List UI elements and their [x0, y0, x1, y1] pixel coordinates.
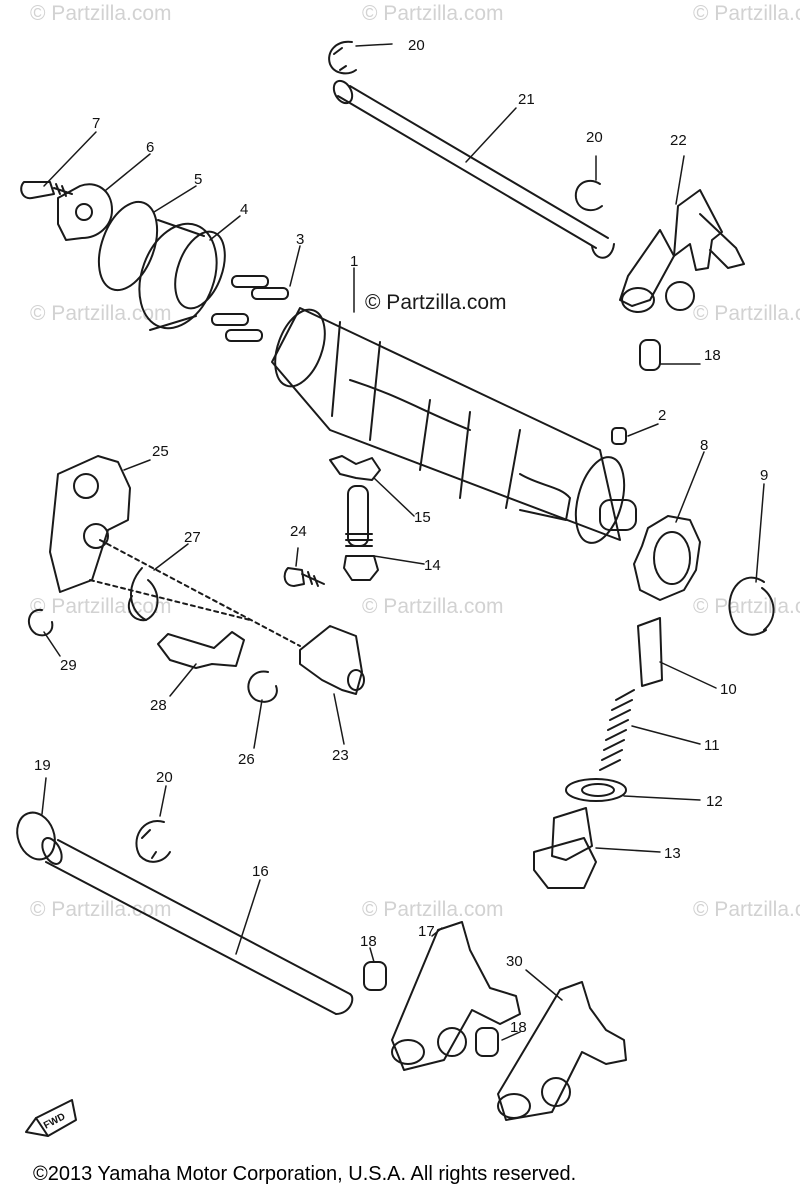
watermark: © Partzilla.com [30, 2, 172, 25]
callout-6: 6 [146, 139, 154, 156]
callout-29: 29 [60, 657, 77, 674]
callout-3: 3 [296, 231, 304, 248]
callout-17: 17 [418, 923, 435, 940]
circlip-icon [728, 576, 767, 636]
star-plate-icon [633, 515, 701, 601]
callout-12: 12 [706, 793, 723, 810]
callout-27: 27 [184, 529, 201, 546]
circlip-icon [135, 820, 171, 863]
watermark: © Partzilla.com [693, 898, 800, 921]
callout-10: 10 [720, 681, 737, 698]
callout-19: 19 [34, 757, 51, 774]
callout-28: 28 [150, 697, 167, 714]
callout-15: 15 [414, 509, 431, 526]
pin-icon [639, 339, 661, 371]
plunger-icon [637, 617, 663, 687]
fwd-arrow-icon [35, 1099, 77, 1137]
pin-icon [363, 961, 387, 991]
callout-18: 18 [704, 347, 721, 364]
callout-30: 30 [506, 953, 523, 970]
watermark: © Partzilla.com [362, 2, 504, 25]
pin-icon [475, 1027, 499, 1057]
callout-1: 1 [350, 253, 358, 270]
callout-21: 21 [518, 91, 535, 108]
callout-22: 22 [670, 132, 687, 149]
watermark: © Partzilla.com [362, 595, 504, 618]
shift-fork-icon [673, 189, 723, 271]
callout-18: 18 [360, 933, 377, 950]
callout-26: 26 [238, 751, 255, 768]
copyright-notice: ©2013 Yamaha Motor Corporation, U.S.A. A… [33, 1163, 577, 1185]
segment-icon [49, 455, 131, 593]
callout-4: 4 [240, 201, 248, 218]
plate-icon [329, 455, 381, 481]
shift-arm-icon [157, 631, 245, 669]
callout-7: 7 [92, 115, 100, 132]
plug-icon [551, 807, 593, 861]
circlip-icon [574, 179, 603, 212]
snap-ring-icon [97, 200, 159, 292]
watermark: © Partzilla.com [362, 898, 504, 921]
callout-9: 9 [760, 467, 768, 484]
watermark: © Partzilla.com [30, 302, 172, 325]
pin-icon [611, 427, 627, 445]
callout-25: 25 [152, 443, 169, 460]
stopper-plate-icon [57, 183, 113, 241]
washer-icon [565, 778, 627, 802]
callout-11: 11 [704, 737, 720, 754]
callout-20: 20 [156, 769, 173, 786]
callout-8: 8 [700, 437, 708, 454]
callout-13: 13 [664, 845, 681, 862]
washer-icon [16, 811, 56, 861]
callout-18: 18 [510, 1019, 527, 1036]
bolt-icon [347, 485, 369, 547]
circlip-icon [247, 670, 278, 703]
shaft-icon [337, 95, 597, 249]
shift-lever-icon [299, 625, 363, 695]
watermark: © Partzilla.com [693, 2, 800, 25]
screw-icon [283, 567, 305, 587]
callout-16: 16 [252, 863, 269, 880]
shift-fork-icon [391, 921, 521, 1071]
callout-20: 20 [586, 129, 603, 146]
center-watermark: © Partzilla.com [365, 291, 507, 314]
fwd-label: FWD [42, 1111, 67, 1131]
watermark: © Partzilla.com [693, 302, 800, 325]
dowel-pin-icon [231, 275, 269, 288]
callout-2: 2 [658, 407, 666, 424]
watermark: © Partzilla.com [30, 898, 172, 921]
callout-5: 5 [194, 171, 202, 188]
callout-20: 20 [408, 37, 425, 54]
spring-icon [599, 689, 635, 771]
callout-23: 23 [332, 747, 349, 764]
circlip-icon [27, 608, 54, 637]
shaft-icon [57, 839, 351, 995]
circlip-icon [328, 40, 357, 75]
callout-14: 14 [424, 557, 441, 574]
callout-24: 24 [290, 523, 307, 540]
screw-icon [20, 181, 55, 200]
